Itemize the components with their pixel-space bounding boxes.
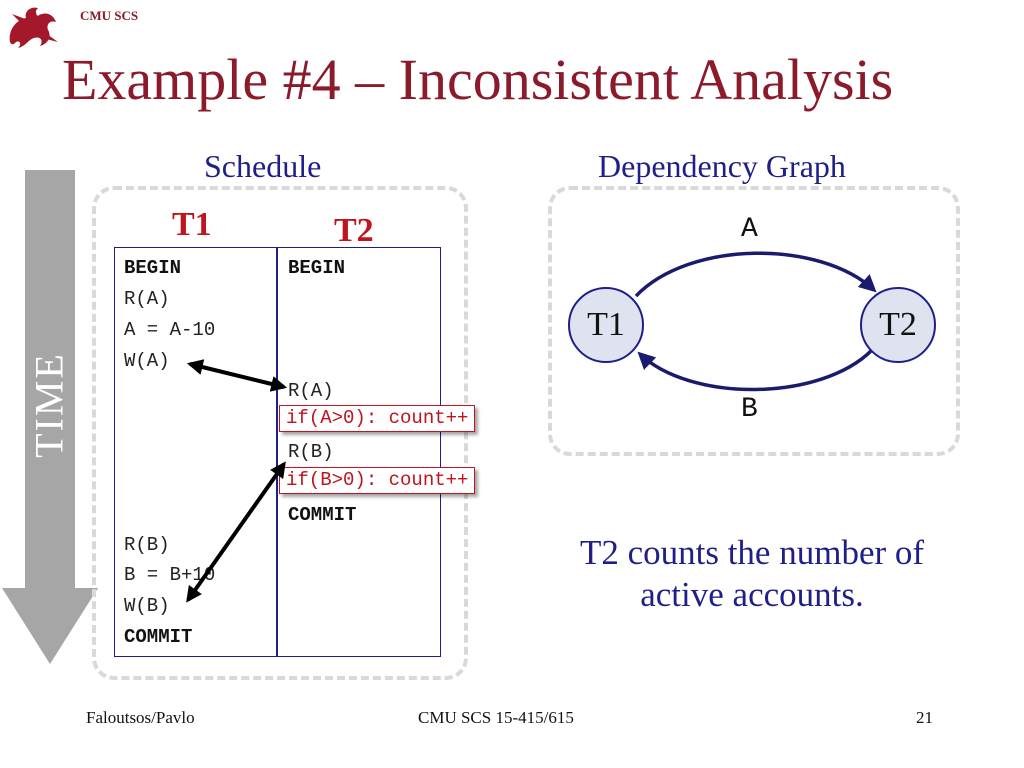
edge-t2-to-t1 — [637, 348, 874, 392]
page-title: Example #4 – Inconsistent Analysis — [62, 47, 894, 112]
graph-node-t1: T1 — [568, 287, 644, 363]
t1-op: COMMIT — [124, 626, 193, 648]
t2-op: BEGIN — [288, 257, 346, 279]
graph-heading: Dependency Graph — [598, 148, 846, 184]
footer-course: CMU SCS 15-415/615 — [418, 708, 574, 727]
t1-op: BEGIN — [124, 257, 182, 279]
t1-op: R(B) — [124, 534, 170, 556]
t2-op: COMMIT — [288, 504, 357, 526]
graph-node-t2: T2 — [860, 287, 936, 363]
time-arrow — [0, 168, 100, 668]
cmu-dragon-logo — [4, 2, 62, 54]
conflict-arrow-b — [186, 461, 286, 603]
graph-caption: T2 counts the number of active accounts. — [548, 532, 956, 616]
t1-op: A = A-10 — [124, 319, 216, 341]
schedule-panel — [92, 186, 468, 680]
edge-label-b: B — [741, 394, 758, 425]
page-number: 21 — [916, 708, 933, 727]
edge-label-a: A — [741, 214, 758, 245]
conflict-arrow-a — [186, 359, 288, 392]
header-org: CMU SCS — [80, 8, 139, 23]
footer-authors: Faloutsos/Pavlo — [86, 708, 195, 727]
t1-column-label: T1 — [172, 206, 212, 243]
t2-op: R(A) — [288, 380, 334, 402]
t2-op-highlight: if(A>0): count++ — [279, 405, 476, 432]
caption-line: active accounts. — [640, 575, 864, 614]
t1-op: W(A) — [124, 350, 170, 372]
t2-op: R(B) — [288, 441, 334, 463]
t1-op: W(B) — [124, 595, 170, 617]
t2-column-label: T2 — [334, 212, 374, 249]
caption-line: T2 counts the number of — [579, 533, 925, 572]
edge-t1-to-t2 — [634, 251, 877, 298]
t1-op: R(A) — [124, 288, 170, 310]
graph-panel — [548, 186, 960, 456]
schedule-column-divider — [276, 247, 278, 657]
t2-op-highlight: if(B>0): count++ — [279, 467, 476, 494]
schedule-heading: Schedule — [204, 148, 322, 184]
